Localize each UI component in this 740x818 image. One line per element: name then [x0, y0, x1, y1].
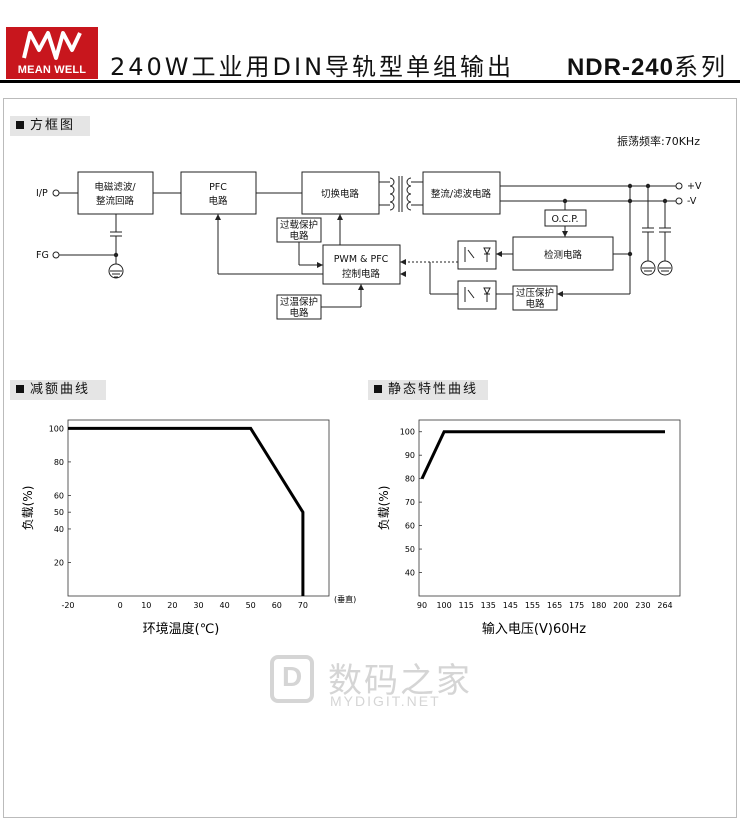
- square-bullet-icon: [374, 385, 382, 393]
- static-xtick-11: 264: [657, 601, 672, 610]
- logo-text: MEAN WELL: [17, 64, 87, 76]
- static-xtick-10: 230: [635, 601, 650, 610]
- derating-ytick-0: 100: [49, 424, 64, 433]
- olp-label-2: 电路: [289, 230, 309, 242]
- pwm-label-2: 控制电路: [342, 268, 381, 280]
- derating-xtick-4: 30: [193, 601, 203, 610]
- pfc-box: [180, 171, 257, 215]
- static-chart: 100 90 80 70 60 50 40 90 100 115 135 145 155 165 175 1…: [377, 419, 681, 637]
- static-xtick-9: 200: [613, 601, 628, 610]
- otp-label-1: 过温保护: [280, 296, 318, 308]
- vplus-label: +V: [687, 181, 702, 192]
- rectifier-label: 整流/滤波电路: [431, 188, 492, 200]
- derating-ytick-4: 40: [54, 525, 64, 534]
- ovp-box: [512, 285, 558, 311]
- derating-plot-area: [67, 419, 330, 597]
- static-xlabel: 输入电压(V)60Hz: [482, 621, 586, 637]
- vminus-terminal: [675, 197, 683, 205]
- derating-ylabel: 负载(%): [21, 486, 35, 531]
- ovp-label-2: 电路: [525, 298, 545, 310]
- static-ytick-6: 40: [405, 569, 415, 578]
- static-xtick-4: 145: [503, 601, 518, 610]
- static-xtick-5: 155: [525, 601, 540, 610]
- block-diagram: I/P FG 电磁滤波/ 整流回路 PFC 电路 切换电路 整流/滤波电路 O.…: [36, 171, 702, 320]
- static-xtick-2: 115: [459, 601, 474, 610]
- derating-curve: [68, 426, 305, 596]
- derating-xtick-3: 20: [167, 601, 177, 610]
- rectifier-box: [422, 171, 501, 215]
- derating-xtick-1: 0: [118, 601, 123, 610]
- derating-ytick-2: 60: [54, 491, 64, 500]
- static-ytick-0: 100: [400, 428, 415, 437]
- block-diagram-heading: 方框图: [10, 116, 90, 136]
- square-bullet-icon: [16, 385, 24, 393]
- watermark-logo-icon: [270, 655, 314, 703]
- static-ytick-1: 90: [405, 451, 415, 460]
- derating-ytick-3: 50: [54, 508, 64, 517]
- static-xtick-8: 180: [591, 601, 606, 610]
- vminus-label: -V: [687, 196, 697, 207]
- derating-xtick-5: 40: [220, 601, 230, 610]
- static-ytick-2: 80: [405, 475, 415, 484]
- olp-label-1: 过载保护: [280, 219, 318, 231]
- switching-label: 切换电路: [321, 188, 360, 200]
- static-plot-area: [418, 419, 681, 597]
- ovp-label-1: 过压保护: [516, 287, 554, 299]
- emi-label-2: 整流回路: [96, 195, 135, 207]
- block-diagram-heading-text: 方框图: [30, 118, 76, 133]
- ip-label: I/P: [36, 188, 48, 199]
- fg-label: FG: [36, 250, 49, 261]
- detect-label: 检测电路: [544, 249, 583, 261]
- emi-label-1: 电磁滤波/: [94, 181, 136, 193]
- static-ytick-5: 50: [405, 545, 415, 554]
- static-xtick-3: 135: [481, 601, 496, 610]
- derating-heading: 减额曲线: [10, 380, 106, 400]
- static-xtick-7: 175: [569, 601, 584, 610]
- derating-xlabel: 环境温度(℃): [143, 621, 220, 637]
- derating-xtick-2: 10: [141, 601, 151, 610]
- derating-xtick-7: 60: [272, 601, 282, 610]
- series-model: NDR-240: [566, 54, 674, 81]
- derating-ytick-1: 80: [54, 458, 64, 467]
- emi-filter-box: [77, 171, 154, 215]
- header-rule: [0, 80, 740, 83]
- vplus-terminal: [675, 182, 683, 190]
- optocoupler-1: [457, 240, 497, 270]
- derating-chart: 100 80 60 50 40 20 -20 0 10 20 30 40 50 60 70 (垂直) 负载…: [21, 419, 356, 637]
- otp-label-2: 电路: [289, 307, 309, 319]
- static-xtick-6: 165: [547, 601, 562, 610]
- meanwell-logo: MEAN WELL: [6, 27, 98, 79]
- static-heading: 静态特性曲线: [368, 380, 488, 400]
- static-curve: [420, 430, 665, 480]
- static-xtick-1: 100: [436, 601, 451, 610]
- ocp-label: O.C.P.: [551, 214, 578, 225]
- watermark-cn: 数码之家: [328, 661, 472, 701]
- static-xtick-0: 90: [417, 601, 427, 610]
- switching-frequency: 振荡频率:70KHz: [617, 135, 700, 148]
- derating-xtick-6: 50: [246, 601, 256, 610]
- static-ytick-4: 60: [405, 522, 415, 531]
- derating-xtick-0: -20: [61, 601, 74, 610]
- pfc-label-1: PFC: [209, 182, 227, 193]
- square-bullet-icon: [16, 121, 24, 129]
- optocoupler-2: [457, 280, 497, 310]
- series-title: NDR-240系列: [567, 47, 728, 82]
- static-ytick-3: 70: [405, 498, 415, 507]
- pfc-label-2: 电路: [208, 195, 228, 207]
- document-title: 240W工业用DIN导轨型单组输出: [110, 53, 515, 81]
- ip-terminal: [52, 189, 60, 197]
- derating-xtick-8: 70: [298, 601, 308, 610]
- fg-terminal: [52, 251, 60, 259]
- derating-ytick-5: 20: [54, 558, 64, 567]
- vertical-note: (垂直): [334, 594, 356, 604]
- derating-heading-text: 减额曲线: [30, 382, 91, 397]
- series-suffix: 系列: [674, 53, 728, 81]
- mw-logo-mark: [22, 31, 82, 60]
- watermark-en: MYDIGIT.NET: [330, 693, 441, 709]
- static-heading-text: 静态特性曲线: [388, 382, 479, 397]
- static-ylabel: 负载(%): [377, 486, 391, 531]
- pwm-label-1: PWM & PFC: [334, 254, 389, 265]
